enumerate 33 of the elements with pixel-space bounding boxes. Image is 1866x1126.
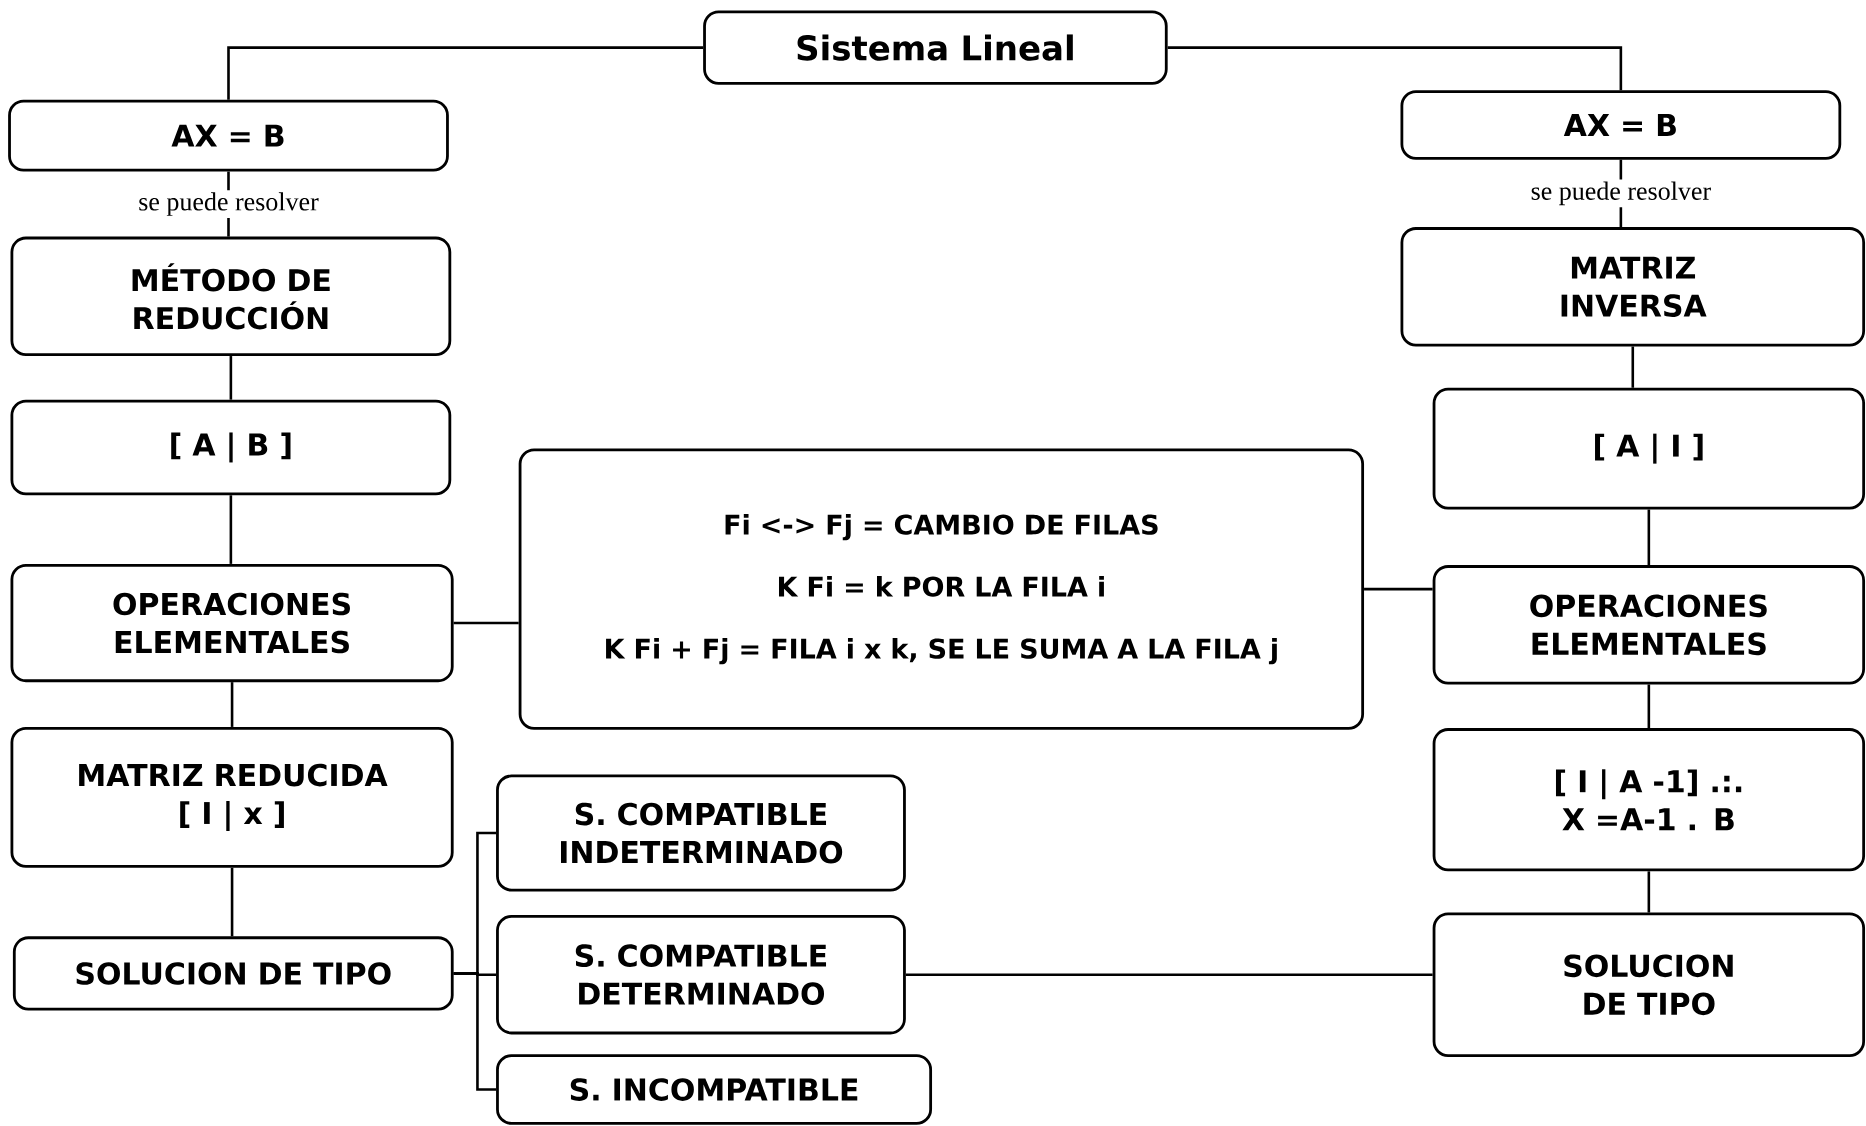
concept-box: S. INCOMPATIBLE — [496, 1054, 933, 1125]
connector-line — [230, 682, 234, 728]
connector-line — [229, 495, 233, 564]
connector-line — [230, 867, 234, 937]
connector-line — [1167, 46, 1623, 91]
concept-box: OPERACIONES ELEMENTALES — [10, 564, 454, 683]
connector-line — [453, 972, 497, 1091]
connector-line — [905, 973, 1433, 977]
concept-box: [ A | B ] — [10, 399, 452, 496]
edge-label: se puede resolver — [136, 190, 321, 218]
connector-line — [1647, 684, 1651, 729]
connector-line — [227, 46, 704, 100]
connector-line — [1364, 587, 1433, 591]
connector-line — [1647, 509, 1651, 566]
concept-box: Sistema Lineal — [703, 10, 1168, 85]
concept-box: MATRIZ REDUCIDA [ I | x ] — [10, 727, 454, 868]
rules-box: Fi <-> Fj = CAMBIO DE FILAS K Fi = k POR LA FILA i K Fi + Fj = FILA i x k, SE LE SUMA A LA FILA j — [518, 448, 1365, 730]
connector-line — [453, 621, 519, 625]
connector-line — [1647, 871, 1651, 913]
concept-box: SOLUCION DE TIPO — [12, 936, 454, 1011]
connector-line — [1631, 346, 1635, 388]
concept-box: MATRIZ INVERSA — [1400, 227, 1866, 347]
connector-line — [229, 356, 233, 400]
edge-label: se puede resolver — [1528, 179, 1714, 208]
concept-box: S. COMPATIBLE INDETERMINADO — [496, 774, 906, 892]
concept-box: OPERACIONES ELEMENTALES — [1432, 565, 1866, 685]
concept-box: [ I | A -1] .:. X =A-1 . B — [1432, 728, 1866, 872]
concept-box: AX = B — [1400, 90, 1842, 160]
concept-box: AX = B — [8, 99, 449, 172]
concept-box: [ A | I ] — [1432, 387, 1866, 510]
concept-box: SOLUCION DE TIPO — [1432, 912, 1866, 1058]
concept-box: S. COMPATIBLE DETERMINADO — [496, 915, 906, 1035]
concept-box: MÉTODO DE REDUCCIÓN — [10, 236, 452, 357]
